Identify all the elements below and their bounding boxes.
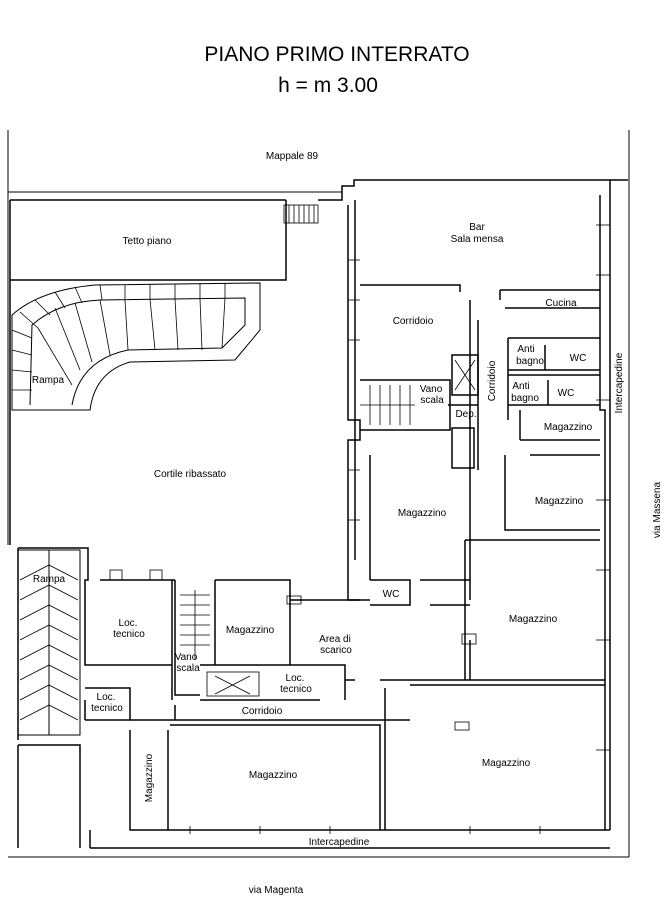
label-tetto-piano: Tetto piano bbox=[123, 236, 172, 247]
label-anti-bagno-2a: Anti bbox=[512, 381, 529, 392]
label-magazzino-right-mid: Magazzino bbox=[535, 496, 584, 507]
label-cucina: Cucina bbox=[545, 298, 577, 309]
label-rampa-left: Rampa bbox=[33, 574, 66, 585]
label-magazzino-bottom-right: Magazzino bbox=[482, 758, 531, 769]
ramp-straight bbox=[17, 549, 81, 736]
plan-title: PIANO PRIMO INTERRATO bbox=[204, 43, 469, 66]
label-corridoio-bottom: Corridoio bbox=[242, 706, 283, 717]
label-magazzino-vert: Magazzino bbox=[144, 753, 155, 802]
label-magazzino-small: Magazzino bbox=[544, 422, 593, 433]
label-corridoio-top: Corridoio bbox=[393, 316, 434, 327]
label-area-scarico-a: Area di bbox=[319, 634, 351, 645]
label-wc-2: WC bbox=[558, 388, 575, 399]
label-anti-bagno-2b: bagno bbox=[511, 393, 539, 404]
label-via-magenta: via Magenta bbox=[249, 885, 304, 896]
label-vano-scala-1b: scala bbox=[420, 395, 444, 406]
label-sala-mensa: Sala mensa bbox=[451, 234, 504, 245]
label-magazzino-center: Magazzino bbox=[398, 508, 447, 519]
label-area-scarico-b: scarico bbox=[320, 645, 352, 656]
label-via-massena: via Massena bbox=[652, 481, 663, 538]
plan-height: h = m 3.00 bbox=[278, 74, 378, 97]
label-magazzino-bottom-left: Magazzino bbox=[249, 770, 298, 781]
label-vano-scala-2b: scala bbox=[176, 663, 200, 674]
label-loc-tecnico-3a: Loc. bbox=[97, 692, 116, 703]
label-loc-tecnico-2a: Loc. bbox=[286, 673, 305, 684]
lot-boundary bbox=[7, 130, 630, 858]
label-corridoio-vert: Corridoio bbox=[487, 360, 498, 401]
label-magazzino-mid: Magazzino bbox=[226, 625, 275, 636]
label-bar: Bar bbox=[469, 222, 485, 233]
label-anti-bagno-1a: Anti bbox=[517, 344, 534, 355]
label-loc-tecnico-3b: tecnico bbox=[91, 703, 123, 714]
label-dep: Dep. bbox=[455, 409, 476, 420]
label-loc-tecnico-1a: Loc. bbox=[119, 618, 138, 629]
detail-lines bbox=[109, 204, 610, 834]
label-intercapedine-right: Intercapedine bbox=[614, 352, 625, 413]
label-vano-scala-2a: Vano bbox=[175, 652, 198, 663]
label-anti-bagno-1b: bagno bbox=[516, 356, 544, 367]
label-wc-3: WC bbox=[383, 589, 400, 600]
label-intercapedine-bottom: Intercapedine bbox=[309, 837, 370, 848]
ramp-curved bbox=[11, 282, 261, 411]
label-rampa-top: Rampa bbox=[32, 375, 65, 386]
label-wc-1: WC bbox=[570, 353, 587, 364]
label-vano-scala-1a: Vano bbox=[420, 384, 443, 395]
label-magazzino-right-big: Magazzino bbox=[509, 614, 558, 625]
label-loc-tecnico-2b: tecnico bbox=[280, 684, 312, 695]
label-cortile: Cortile ribassato bbox=[154, 469, 227, 480]
label-loc-tecnico-1b: tecnico bbox=[113, 629, 145, 640]
label-mappale: Mappale 89 bbox=[266, 151, 319, 162]
walls bbox=[9, 179, 628, 849]
